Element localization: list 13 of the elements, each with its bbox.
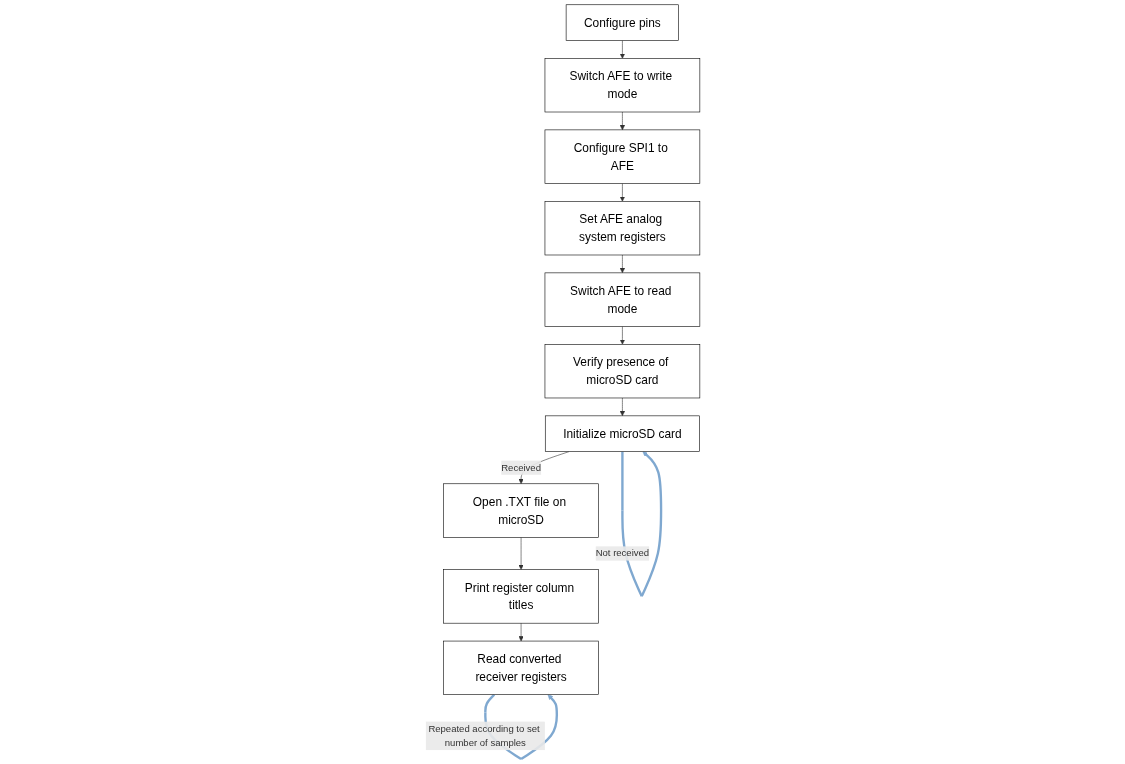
node-box: Configure SPI1 to AFE: [544, 129, 700, 184]
node-box: Read converted receiver registers: [443, 640, 599, 695]
node-box: Open .TXT file on microSD: [443, 483, 599, 538]
node-box: Configure pins: [565, 4, 679, 41]
node-box: Switch AFE to read mode: [544, 272, 700, 327]
node-box: Initialize microSD card: [544, 415, 700, 452]
edge-label: Received: [500, 462, 541, 473]
node-box: Switch AFE to write mode: [544, 58, 700, 113]
node-box: Set AFE analog system registers: [544, 201, 700, 256]
node-box: Verify presence of microSD card: [544, 344, 700, 399]
edge-label: Repeated according to set number of samples: [428, 723, 540, 748]
node-box: Print register column titles: [443, 569, 599, 624]
edge-label: Not received: [595, 548, 649, 559]
